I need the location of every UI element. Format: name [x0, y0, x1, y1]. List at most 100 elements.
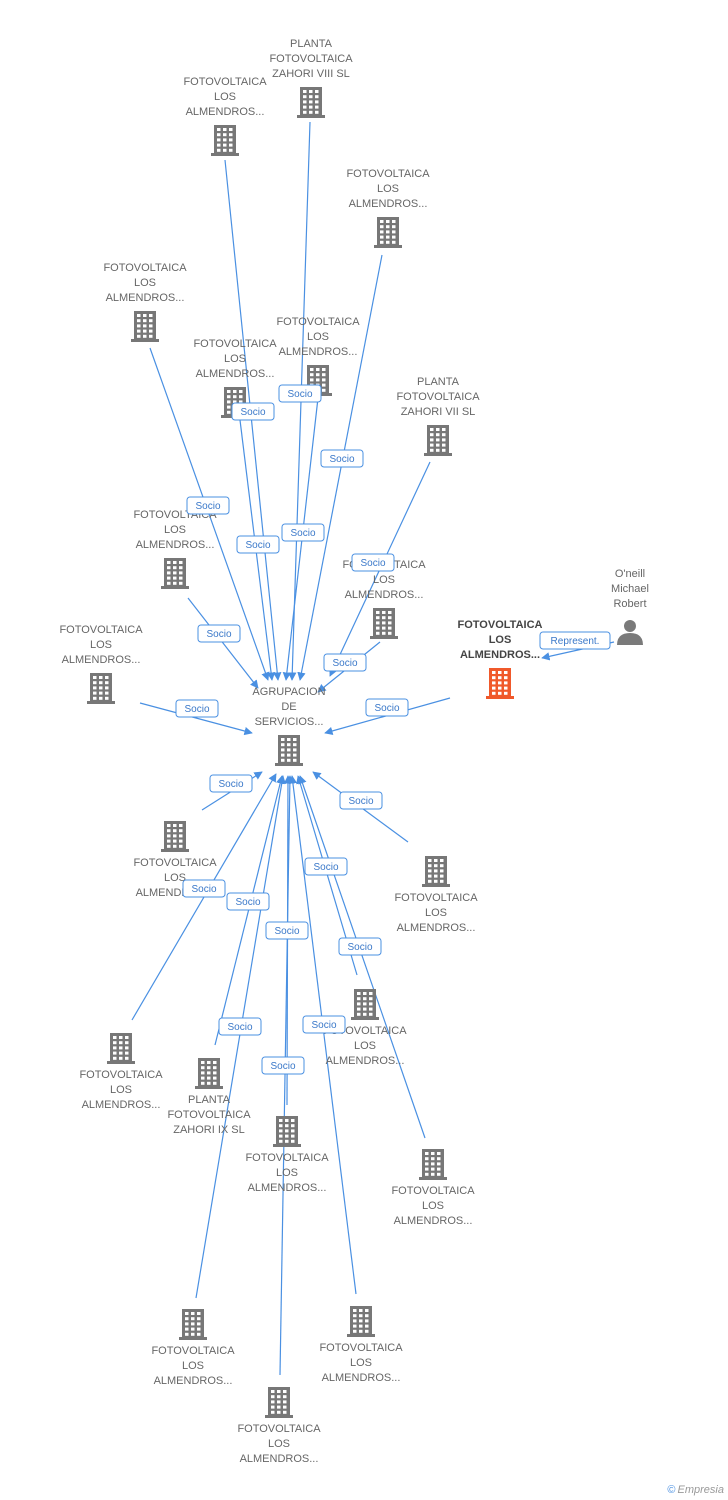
edge-label-person[interactable]: Represent. [539, 631, 611, 650]
edge-label-n1[interactable]: Socio [278, 384, 322, 403]
building-window [359, 1324, 363, 1328]
building-icon-base [374, 245, 402, 248]
building-window [125, 1056, 129, 1060]
edge-label-b4[interactable]: Socio [182, 879, 226, 898]
edge-label-box [197, 624, 241, 643]
building-icon[interactable] [179, 1309, 207, 1340]
building-window [93, 691, 97, 695]
building-window [167, 834, 171, 838]
building-icon[interactable] [374, 217, 402, 248]
building-icon[interactable] [419, 1149, 447, 1180]
building-window [492, 691, 496, 695]
edge-label-b6[interactable]: Socio [265, 921, 309, 940]
node-label-line: ZAHORI VII SL [401, 406, 476, 418]
edge-label-b9[interactable]: Socio [302, 1015, 346, 1034]
node-b7[interactable]: FOTOVOLTAICALOSALMENDROS... [391, 1149, 475, 1227]
node-n10[interactable]: FOTOVOLTAICALOSALMENDROS... [59, 624, 143, 704]
building-window [191, 1327, 195, 1331]
edge-label-b10[interactable]: Socio [261, 1056, 305, 1075]
building-icon[interactable] [265, 1387, 293, 1418]
edge-label-b7[interactable]: Socio [338, 937, 382, 956]
node-n3[interactable]: FOTOVOLTAICALOSALMENDROS... [346, 168, 430, 248]
edge-label-n8[interactable]: Socio [197, 624, 241, 643]
edge-label-n6[interactable]: Socio [281, 523, 325, 542]
building-window [436, 438, 440, 442]
edge-label-n5[interactable]: Socio [236, 535, 280, 554]
building-icon[interactable] [422, 856, 450, 887]
node-focus[interactable]: FOTOVOLTAICALOSALMENDROS... [458, 619, 543, 699]
building-window [309, 110, 313, 114]
node-label-line: LOS [307, 331, 329, 343]
copyright-symbol: © [667, 1484, 676, 1496]
building-window [353, 1319, 357, 1323]
edge-label-box [175, 699, 219, 718]
building-window [143, 324, 147, 328]
building-icon[interactable] [211, 125, 239, 156]
edge-label-b8[interactable]: Socio [218, 1017, 262, 1036]
building-icon[interactable] [161, 821, 189, 852]
edge-label-box [226, 892, 270, 911]
building-icon[interactable] [273, 1116, 301, 1147]
building-icon[interactable] [161, 558, 189, 589]
node-n8[interactable]: FOTOVOLTAICALOSALMENDROS... [133, 509, 217, 589]
building-icon[interactable] [195, 1058, 223, 1089]
edge-label-box [302, 1015, 346, 1034]
node-n4[interactable]: FOTOVOLTAICALOSALMENDROS... [103, 262, 187, 342]
edge-label-b1[interactable]: Socio [209, 774, 253, 793]
person-icon[interactable] [617, 620, 643, 645]
building-icon-base [211, 153, 239, 156]
edge-label-text: Socio [195, 501, 220, 512]
edge-label-n3[interactable]: Socio [320, 449, 364, 468]
edge-label-n7[interactable]: Socio [351, 553, 395, 572]
edge-label-n4[interactable]: Socio [186, 496, 230, 515]
building-icon[interactable] [347, 1306, 375, 1337]
node-b6[interactable]: FOTOVOLTAICALOSALMENDROS... [245, 1116, 329, 1194]
node-label-line: ALMENDROS... [322, 1372, 401, 1384]
building-icon[interactable] [87, 673, 115, 704]
building-window [498, 686, 502, 690]
building-window [93, 696, 97, 700]
node-b10[interactable]: FOTOVOLTAICALOSALMENDROS... [237, 1387, 321, 1465]
node-label-line: FOTOVOLTAICA [79, 1069, 163, 1081]
node-center[interactable]: AGRUPACIONDESERVICIOS... [252, 686, 326, 766]
node-b2[interactable]: FOTOVOLTAICALOSALMENDROS... [394, 856, 478, 934]
edge-label-n10[interactable]: Socio [175, 699, 219, 718]
node-label-line: FOTOVOLTAICA [237, 1423, 321, 1435]
building-icon[interactable] [351, 989, 379, 1020]
edge-label-n2[interactable]: Socio [231, 402, 275, 421]
building-icon[interactable] [297, 87, 325, 118]
building-icon[interactable] [370, 608, 398, 639]
building-icon[interactable] [107, 1033, 135, 1064]
building-window [99, 686, 103, 690]
node-b8[interactable]: FOTOVOLTAICALOSALMENDROS... [151, 1309, 235, 1387]
building-window [179, 566, 183, 570]
node-b9[interactable]: FOTOVOLTAICALOSALMENDROS... [319, 1306, 403, 1384]
edge-label-n9[interactable]: Socio [323, 653, 367, 672]
building-window [437, 1172, 441, 1176]
edge-label-b5[interactable]: Socio [226, 892, 270, 911]
node-n2[interactable]: FOTOVOLTAICALOSALMENDROS... [183, 76, 267, 156]
building-window [386, 225, 390, 229]
building-icon[interactable] [275, 735, 303, 766]
node-n5[interactable]: FOTOVOLTAICALOSALMENDROS... [193, 338, 277, 418]
node-label-line: ALMENDROS... [106, 292, 185, 304]
node-n6[interactable]: FOTOVOLTAICALOSALMENDROS... [276, 316, 360, 396]
node-label-line: ALMENDROS... [240, 1453, 319, 1465]
edge-label-b2[interactable]: Socio [339, 791, 383, 810]
building-icon[interactable] [131, 311, 159, 342]
edge-label-box [338, 937, 382, 956]
building-window [201, 1071, 205, 1075]
node-label-line: ALMENDROS... [62, 654, 141, 666]
node-b4[interactable]: FOTOVOLTAICALOSALMENDROS... [79, 1033, 163, 1111]
building-window [173, 824, 177, 827]
building-icon[interactable] [424, 425, 452, 456]
building-window [431, 1167, 435, 1171]
edge-label-b3[interactable]: Socio [304, 857, 348, 876]
building-icon[interactable] [486, 668, 514, 699]
edge-label-focus[interactable]: Socio [365, 698, 409, 717]
building-window [428, 859, 432, 862]
